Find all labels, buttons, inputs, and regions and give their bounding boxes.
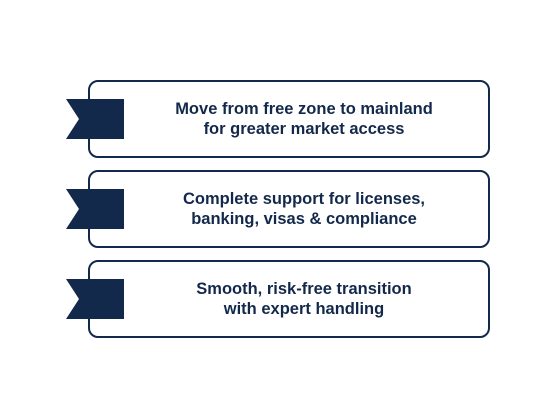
ribbon-flag-icon (66, 189, 124, 229)
feature-card: Move from free zone to mainland for grea… (88, 80, 490, 158)
feature-item: Complete support for licenses, banking, … (66, 170, 494, 250)
feature-card: Smooth, risk-free transition with expert… (88, 260, 490, 338)
feature-item: Smooth, risk-free transition with expert… (66, 260, 494, 340)
ribbon-flag-icon (66, 99, 124, 139)
feature-item: Move from free zone to mainland for grea… (66, 80, 494, 160)
ribbon-flag-icon (66, 279, 124, 319)
feature-text: Move from free zone to mainland for grea… (175, 100, 433, 138)
feature-card: Complete support for licenses, banking, … (88, 170, 490, 248)
feature-text: Complete support for licenses, banking, … (182, 190, 426, 228)
feature-text: Smooth, risk-free transition with expert… (196, 280, 412, 318)
